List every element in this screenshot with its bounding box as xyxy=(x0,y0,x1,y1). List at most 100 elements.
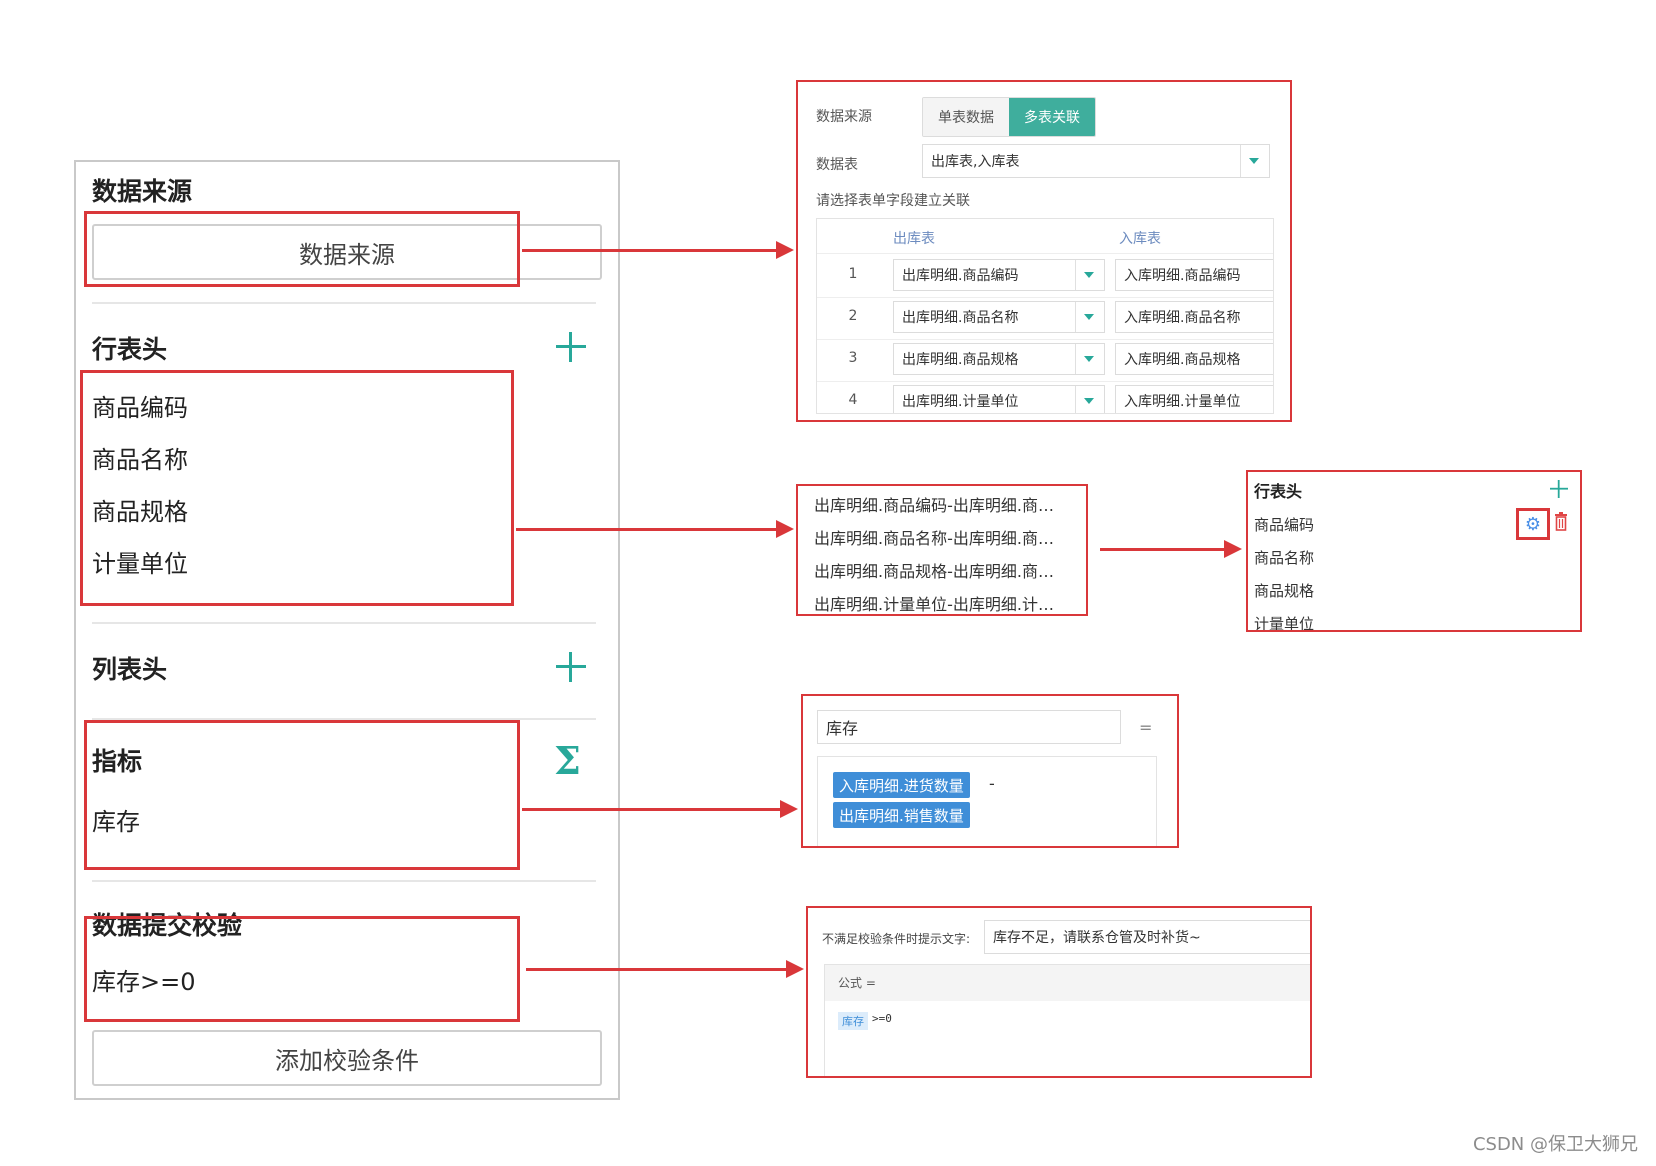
arrow-head-icon xyxy=(776,241,794,259)
formula-expression: >=0 xyxy=(872,1012,892,1025)
gear-icon[interactable]: ⚙ xyxy=(1516,508,1550,540)
validation-title: 数据提交校验 xyxy=(92,911,243,940)
table-select-value: 出库表,入库表 xyxy=(931,154,1020,170)
row-header-panel: 行表头 商品编码 商品名称 商品规格 计量单位 ⚙ xyxy=(1246,470,1582,632)
highlight-box xyxy=(84,720,520,870)
relation-item[interactable]: 出库明细.商品编码-出库明细.商… xyxy=(814,496,1054,515)
add-col-header-icon[interactable] xyxy=(556,652,586,682)
config-panel: 数据来源 数据来源 行表头 商品编码 商品名称 商品规格 计量单位 列表头 指标… xyxy=(74,160,620,1100)
relation-hint: 请选择表单字段建立关联 xyxy=(816,193,970,209)
relation-list-panel: 出库明细.商品编码-出库明细.商… 出库明细.商品名称-出库明细.商… 出库明细… xyxy=(796,484,1088,616)
sigma-icon[interactable]: Σ xyxy=(554,738,581,783)
right-field-value: 入库明细.商品编码 xyxy=(1124,268,1241,284)
divider xyxy=(92,718,596,720)
right-field-select[interactable]: 入库明细.商品规格 xyxy=(1115,343,1273,375)
data-source-title: 数据来源 xyxy=(92,177,193,206)
validation-message-input[interactable]: 库存不足，请联系仓管及时补货~ xyxy=(984,920,1310,954)
table-select[interactable]: 出库表,入库表 xyxy=(922,144,1270,178)
row-header-item[interactable]: 商品名称 xyxy=(1254,549,1315,567)
field-mapping-table: 出库表 入库表 1 出库明细.商品编码 入库明细.商品编码 2 出库明细.商品名… xyxy=(816,218,1274,414)
row-header-item[interactable]: 商品规格 xyxy=(92,498,188,526)
row-header-item[interactable]: 商品名称 xyxy=(92,446,188,474)
row-header-item[interactable]: 商品规格 xyxy=(1254,582,1315,600)
arrow-line xyxy=(522,249,776,252)
relation-item[interactable]: 出库明细.商品规格-出库明细.商… xyxy=(814,562,1054,581)
row-header-item[interactable]: 计量单位 xyxy=(92,550,188,578)
add-validation-button[interactable]: 添加校验条件 xyxy=(92,1030,602,1086)
left-field-select[interactable]: 出库明细.商品名称 xyxy=(893,301,1105,333)
table-label: 数据表 xyxy=(816,157,858,173)
col-left-header: 出库表 xyxy=(893,231,935,247)
arrow-head-icon xyxy=(1224,540,1242,558)
highlight-box xyxy=(84,211,520,287)
formula-operator: - xyxy=(989,774,995,793)
arrow-line xyxy=(522,808,780,811)
chevron-down-icon xyxy=(1084,398,1094,404)
right-field-select[interactable]: 入库明细.计量单位 xyxy=(1115,385,1273,413)
table-row: 4 出库明细.计量单位 入库明细.计量单位 xyxy=(817,381,1273,413)
watermark: CSDN @保卫大狮兄 xyxy=(1472,1134,1638,1155)
relation-item[interactable]: 出库明细.计量单位-出库明细.计… xyxy=(814,595,1054,614)
relation-item[interactable]: 出库明细.商品名称-出库明细.商… xyxy=(814,529,1054,548)
data-source-panel: 数据来源 单表数据 多表关联 数据表 出库表,入库表 请选择表单字段建立关联 出… xyxy=(796,80,1292,422)
source-mode-toggle: 单表数据 多表关联 xyxy=(922,97,1096,137)
chevron-down-icon xyxy=(1084,314,1094,320)
arrow-line xyxy=(526,968,786,971)
select-divider xyxy=(1240,145,1241,177)
chevron-down-icon xyxy=(1249,158,1259,164)
left-field-value: 出库明细.商品编码 xyxy=(902,268,1019,284)
source-label: 数据来源 xyxy=(816,109,872,125)
col-header-title: 列表头 xyxy=(92,655,168,684)
right-field-select[interactable]: 入库明细.商品名称 xyxy=(1115,301,1273,333)
left-field-select[interactable]: 出库明细.商品规格 xyxy=(893,343,1105,375)
left-field-select[interactable]: 出库明细.商品编码 xyxy=(893,259,1105,291)
arrow-line xyxy=(1100,548,1224,551)
divider xyxy=(92,880,596,882)
formula-editor[interactable] xyxy=(817,756,1157,846)
formula-field-chip[interactable]: 出库明细.销售数量 xyxy=(833,802,970,828)
arrow-head-icon xyxy=(780,800,798,818)
row-number: 4 xyxy=(848,392,858,408)
formula-field-chip[interactable]: 库存 xyxy=(838,1012,868,1030)
arrow-head-icon xyxy=(786,960,804,978)
select-divider xyxy=(1075,302,1076,332)
row-header-title: 行表头 xyxy=(92,335,168,364)
table-header: 出库表 入库表 xyxy=(817,219,1273,254)
mode-multi-button[interactable]: 多表关联 xyxy=(1009,98,1095,136)
formula-label: 公式 = xyxy=(838,976,876,990)
mode-single-button[interactable]: 单表数据 xyxy=(923,98,1009,136)
right-field-value: 入库明细.商品规格 xyxy=(1124,352,1241,368)
row-header-item[interactable]: 商品编码 xyxy=(92,394,188,422)
table-row: 1 出库明细.商品编码 入库明细.商品编码 xyxy=(817,255,1273,298)
right-field-value: 入库明细.计量单位 xyxy=(1124,394,1241,410)
row-header-item[interactable]: 商品编码 xyxy=(1254,516,1315,534)
validation-message-label: 不满足校验条件时提示文字: xyxy=(822,932,971,946)
indicator-panel: 库存 = 入库明细.进货数量 - 出库明细.销售数量 xyxy=(801,694,1179,848)
arrow-head-icon xyxy=(776,520,794,538)
indicator-name-value: 库存 xyxy=(826,719,859,738)
left-field-value: 出库明细.商品规格 xyxy=(902,352,1019,368)
formula-field-chip[interactable]: 入库明细.进货数量 xyxy=(833,772,970,798)
divider xyxy=(92,302,596,304)
divider xyxy=(92,622,596,624)
select-divider xyxy=(1075,344,1076,374)
right-field-select[interactable]: 入库明细.商品编码 xyxy=(1115,259,1273,291)
highlight-box xyxy=(84,916,520,1022)
row-header-panel-title: 行表头 xyxy=(1254,482,1303,501)
add-row-header-icon[interactable] xyxy=(556,332,586,362)
add-row-header-icon[interactable] xyxy=(1550,480,1568,498)
indicator-name-input[interactable]: 库存 xyxy=(817,710,1121,744)
left-field-value: 出库明细.商品名称 xyxy=(902,310,1019,326)
trash-icon[interactable] xyxy=(1554,511,1568,531)
formula-header xyxy=(825,965,1310,1001)
select-divider xyxy=(1075,260,1076,290)
indicator-item[interactable]: 库存 xyxy=(92,808,140,836)
row-number: 2 xyxy=(848,308,858,324)
arrow-line xyxy=(516,528,776,531)
validation-item[interactable]: 库存>=0 xyxy=(92,968,196,996)
col-right-header: 入库表 xyxy=(1119,231,1161,247)
left-field-select[interactable]: 出库明细.计量单位 xyxy=(893,385,1105,413)
formula-editor[interactable] xyxy=(824,964,1310,1076)
row-header-item[interactable]: 计量单位 xyxy=(1254,615,1315,632)
row-number: 3 xyxy=(848,350,858,366)
